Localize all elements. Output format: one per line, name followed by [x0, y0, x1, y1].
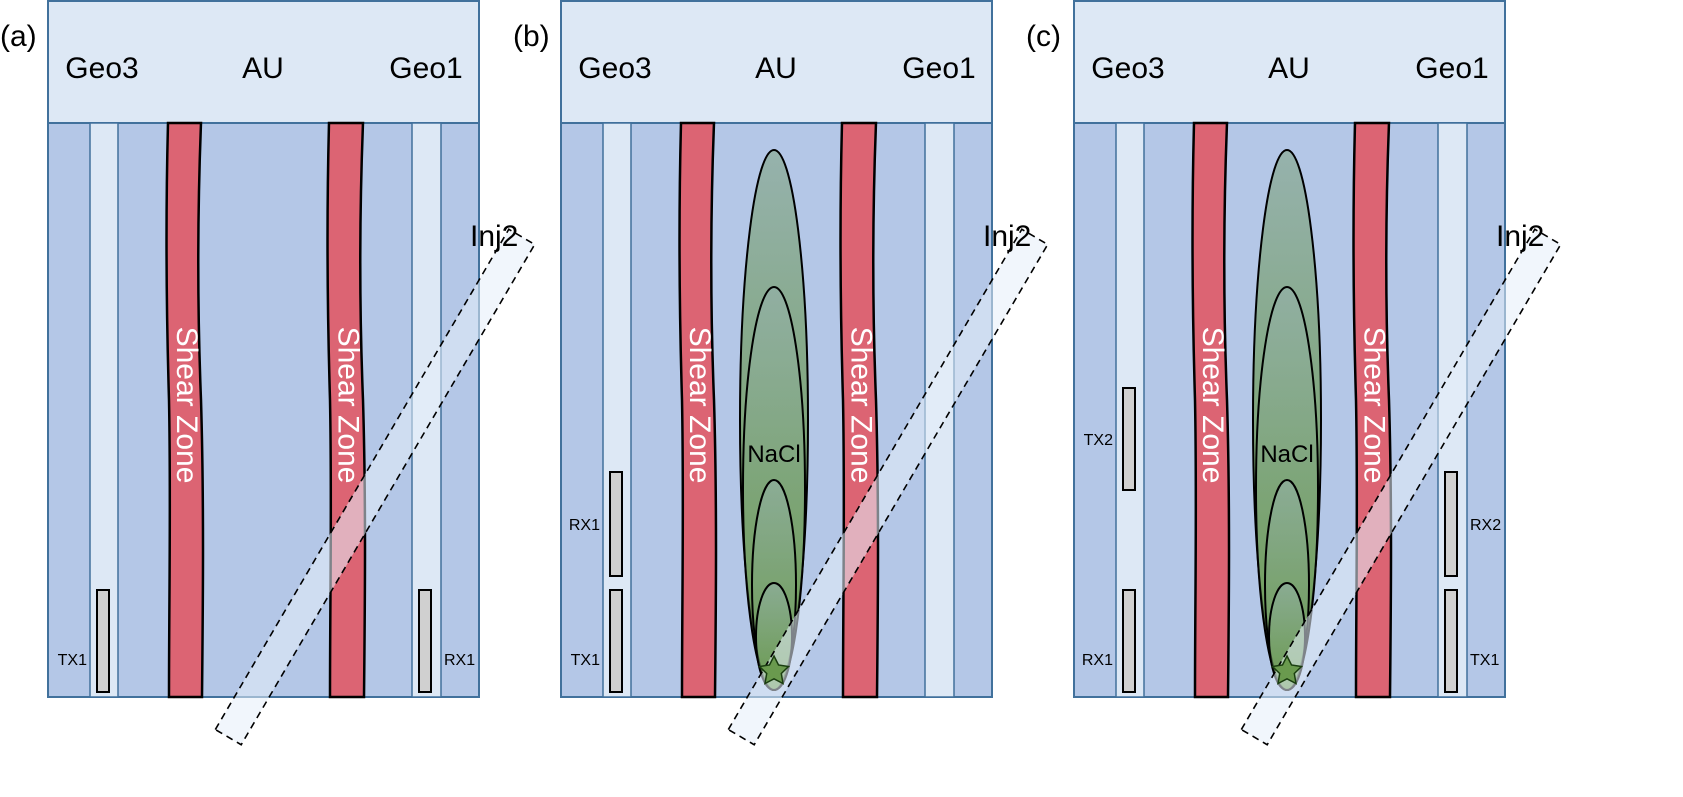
- header-label-right: Geo1: [389, 52, 462, 85]
- shear-zone-label-1: Shear Zone: [170, 327, 203, 484]
- nacl-plume: NaCl: [1252, 149, 1322, 691]
- panel-label: (b): [513, 20, 550, 53]
- sensor-rx1: [418, 589, 432, 693]
- star-icon: [1270, 654, 1304, 685]
- header-label-left: Geo3: [578, 52, 651, 85]
- sensor-label-tx1: TX1: [58, 652, 87, 669]
- nacl-plume: NaCl: [739, 149, 809, 691]
- shear-zone-1: [165, 121, 205, 699]
- sensor-label-rx1: RX1: [569, 517, 600, 534]
- sensor-rx2: [1444, 471, 1458, 577]
- header-label-center: AU: [242, 52, 284, 85]
- borehole-label: Inj2: [983, 220, 1031, 253]
- header-gallery: [560, 0, 993, 124]
- borehole-label: Inj2: [1496, 220, 1544, 253]
- shear-zone-label-2: Shear Zone: [845, 327, 878, 484]
- shear-zone-label-1: Shear Zone: [1196, 327, 1229, 484]
- tunnel-left: [89, 122, 119, 698]
- injection-borehole-inj2: [727, 228, 1049, 746]
- shear-zone-label-1: Shear Zone: [683, 327, 716, 484]
- star-icon: [757, 654, 791, 685]
- borehole-outline: [727, 228, 1049, 746]
- sensor-label-tx2: TX2: [1084, 432, 1113, 449]
- header-label-right: Geo1: [902, 52, 975, 85]
- sensor-rx1: [1122, 589, 1136, 693]
- sensor-rx1: [609, 471, 623, 577]
- header-gallery: [47, 0, 480, 124]
- borehole-label: Inj2: [470, 220, 518, 253]
- header-label-left: Geo3: [1091, 52, 1164, 85]
- sensor-label-tx1: TX1: [1470, 652, 1499, 669]
- sensor-tx1: [96, 589, 110, 693]
- sensor-label-rx2: RX2: [1470, 517, 1501, 534]
- header-label-center: AU: [1268, 52, 1310, 85]
- sensor-tx1: [1444, 589, 1458, 693]
- sensor-label-tx1: TX1: [571, 652, 600, 669]
- sensor-tx1: [609, 589, 623, 693]
- sensor-label-rx1: RX1: [444, 652, 475, 669]
- sensor-tx2: [1122, 387, 1136, 491]
- shear-zone-1: [1191, 121, 1231, 699]
- shear-zone-label-2: Shear Zone: [332, 327, 365, 484]
- plume-label: NaCl: [747, 441, 800, 468]
- sensor-label-rx1: RX1: [1082, 652, 1113, 669]
- header-label-left: Geo3: [65, 52, 138, 85]
- shear-zone-1: [678, 121, 718, 699]
- panel-label: (a): [0, 20, 37, 53]
- header-label-right: Geo1: [1415, 52, 1488, 85]
- panel-label: (c): [1026, 20, 1061, 53]
- shear-zone-label-2: Shear Zone: [1358, 327, 1391, 484]
- plume-label: NaCl: [1260, 441, 1313, 468]
- header-label-center: AU: [755, 52, 797, 85]
